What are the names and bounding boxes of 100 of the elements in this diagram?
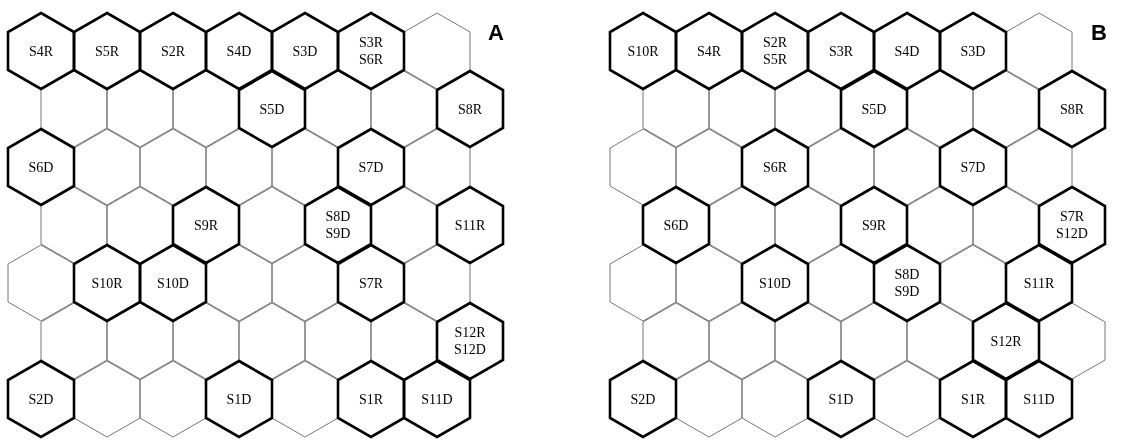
hexagon-cell: [1006, 245, 1072, 321]
hexagon-cell: [173, 187, 239, 263]
node-label: S3R: [358, 34, 384, 51]
hexagon-cell: [437, 71, 503, 147]
hexagon-cell: [338, 361, 404, 437]
hexagon-cell: [874, 129, 940, 205]
hexagon-cell: [676, 245, 742, 321]
node-label: S7D: [358, 158, 384, 176]
hexagon-cell: [1006, 361, 1072, 437]
node-label: S10D: [157, 274, 189, 292]
hexagon-cell: [610, 129, 676, 205]
hexagon-cell: [742, 361, 808, 437]
hexagon-cell: [305, 303, 371, 379]
hexagon-cell: [272, 245, 338, 321]
node-label: S9D: [894, 283, 920, 300]
node-label: S1D: [226, 390, 252, 408]
hexagon-cell: [907, 187, 973, 263]
hexagon-cell: [107, 71, 173, 147]
node-label: S10D: [759, 274, 791, 292]
node-label: S5D: [861, 100, 887, 118]
hexagon-cell: [940, 129, 1006, 205]
hexagon-cell: [808, 245, 874, 321]
node-label: S3D: [292, 42, 318, 60]
node-label: S9R: [861, 216, 887, 234]
hexagon-cell: [272, 13, 338, 89]
node-label: S12R: [454, 324, 486, 341]
hexagon-cell: [239, 187, 305, 263]
hexagon-cell: [239, 303, 305, 379]
hexagon-cell: [140, 361, 206, 437]
hexagon-cell: [404, 361, 470, 437]
hexagon-cell: [173, 303, 239, 379]
hexagon-cell: [841, 71, 907, 147]
node-label: S6D: [28, 158, 54, 176]
hexagon-cell: [643, 71, 709, 147]
node-label: S11D: [1023, 390, 1055, 408]
hexagon-cell: [8, 361, 74, 437]
hexagon-cell: [74, 361, 140, 437]
hexagon-cell: [74, 245, 140, 321]
hexagon-cell: [239, 71, 305, 147]
hexagon-cell: [907, 71, 973, 147]
hexagon-cell: [371, 187, 437, 263]
hexagon-cell: [940, 13, 1006, 89]
hexagon-cell: [874, 13, 940, 89]
hexagon-cell: [74, 129, 140, 205]
hexagon-cell: [973, 71, 1039, 147]
node-label: S2D: [630, 390, 656, 408]
hexagon-cell: [140, 129, 206, 205]
hexagon-cell: [206, 13, 272, 89]
node-label: S2R: [160, 42, 186, 60]
hexagon-cell: [643, 303, 709, 379]
hexagon-cell: [841, 303, 907, 379]
hexagon-cell: [709, 71, 775, 147]
node-label: S3D: [960, 42, 986, 60]
node-label: S4D: [894, 42, 920, 60]
hexagon-cell: [610, 245, 676, 321]
node-label: S5R: [94, 42, 120, 60]
hexagon-cell: [775, 303, 841, 379]
node-label: S12R: [990, 332, 1022, 350]
hexagon-cell: [305, 187, 371, 263]
node-label: S4D: [226, 42, 252, 60]
hexagon-cell: [643, 187, 709, 263]
node-label: S11R: [454, 216, 486, 234]
node-label: S4R: [696, 42, 722, 60]
node-label: S11D: [421, 390, 453, 408]
hexagon-cell: [1039, 303, 1105, 379]
panel-label: B: [1091, 22, 1107, 44]
hexagon-cell: [874, 361, 940, 437]
node-label: S3R: [828, 42, 854, 60]
node-label: S8D: [894, 266, 920, 283]
hexagon-cell: [775, 187, 841, 263]
hexagon-cell: [41, 303, 107, 379]
node-label: S5R: [762, 51, 788, 68]
hexagon-cell: [8, 245, 74, 321]
node-label: S2D: [28, 390, 54, 408]
hexagon-cell: [610, 361, 676, 437]
hexagon-cell: [371, 303, 437, 379]
hexagon-cell: [1039, 71, 1105, 147]
hexagon-cell: [272, 129, 338, 205]
hexagon-cell: [140, 245, 206, 321]
node-label: S7R: [1059, 208, 1085, 225]
hexagon-cell: [709, 303, 775, 379]
node-label: S5D: [259, 100, 285, 118]
node-label: S1R: [358, 390, 384, 408]
node-label: S6R: [762, 158, 788, 176]
hexagon-cell: [808, 13, 874, 89]
hexagon-cell: [107, 303, 173, 379]
hexagon-cell: [676, 361, 742, 437]
hexagon-cell: [338, 13, 404, 89]
hexagon-cell: [676, 13, 742, 89]
node-label: S1R: [960, 390, 986, 408]
hexagon-cell: [206, 361, 272, 437]
node-label: S8D: [325, 208, 351, 225]
hexagon-cell: [709, 187, 775, 263]
hexagon-cell: [1006, 13, 1072, 89]
hexagon-cell: [973, 303, 1039, 379]
hexagon-cell: [107, 187, 173, 263]
hexagon-cell: [41, 187, 107, 263]
hexagon-cell: [775, 71, 841, 147]
node-label: S8R: [1059, 100, 1085, 118]
node-label: S6D: [663, 216, 689, 234]
